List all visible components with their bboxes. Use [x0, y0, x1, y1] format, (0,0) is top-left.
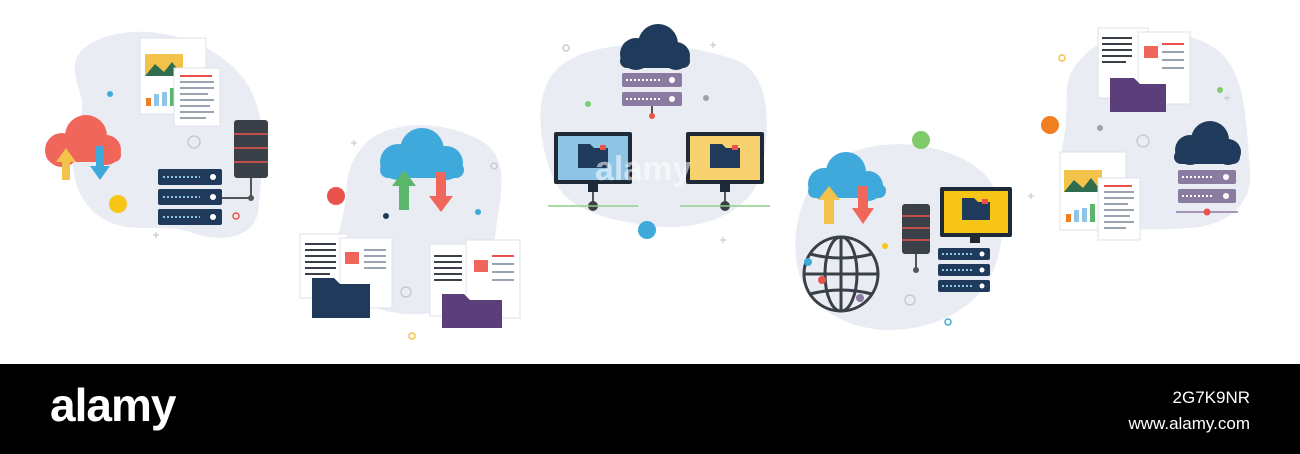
server-rack-icon — [902, 204, 930, 273]
cloud-icon — [620, 24, 690, 70]
decor-dot — [232, 212, 240, 220]
server-rack-icon — [220, 120, 268, 201]
folder-icon — [1110, 78, 1166, 112]
decor-dot — [818, 276, 826, 284]
decor-dot — [107, 91, 113, 97]
footer-bar: alamy 2G7K9NR www.alamy.com — [0, 364, 1300, 454]
decor-dot — [109, 195, 127, 213]
decor-dot — [904, 294, 916, 306]
decor-dot — [638, 221, 656, 239]
download-arrow-icon — [429, 172, 453, 212]
decor-dot — [1136, 134, 1150, 148]
scene-network-monitors — [540, 24, 770, 239]
decor-dot — [1217, 87, 1223, 93]
server-stack-icon — [1176, 170, 1238, 216]
folder-icon — [299, 233, 393, 318]
decor-dot — [408, 332, 416, 340]
decor-dot — [585, 101, 591, 107]
scene-cloud-documents — [1041, 27, 1251, 241]
decor-dot — [912, 131, 930, 149]
decor-dot — [562, 44, 570, 52]
site-link[interactable]: www.alamy.com — [1128, 414, 1250, 433]
image-id: 2G7K9NR — [1172, 388, 1250, 407]
decor-dot — [1041, 116, 1059, 134]
illustration-canvas — [45, 24, 1251, 340]
decor-dot — [327, 187, 345, 205]
decor-dot — [856, 294, 864, 302]
upload-arrow-icon — [56, 148, 76, 180]
decor-dot — [383, 213, 389, 219]
decor-dot — [703, 95, 709, 101]
decor-dot — [187, 135, 201, 149]
document-report-icon — [1059, 151, 1141, 241]
cloud-upload-download-icon — [808, 152, 886, 224]
sparkle-decorations — [153, 42, 1230, 243]
decor-dot — [882, 243, 888, 249]
decor-dot — [1097, 125, 1103, 131]
scene-cloud-sync — [45, 31, 268, 238]
monitor-icon — [940, 187, 1012, 243]
document-report-icon — [139, 37, 221, 127]
download-arrow-icon — [90, 146, 110, 180]
decor-dot — [1058, 54, 1066, 62]
globe-icon — [802, 235, 880, 313]
cloud-upload-download-icon — [380, 128, 464, 212]
scene-globe-network — [795, 131, 1012, 330]
folder-icon — [429, 239, 521, 328]
upload-arrow-icon — [818, 186, 840, 224]
alamy-logo[interactable]: alamy — [50, 379, 176, 431]
decor-dot — [490, 162, 498, 170]
server-stack-icon — [158, 169, 222, 225]
decor-dot — [400, 286, 412, 298]
watermark-text: alamy — [595, 150, 692, 188]
monitor-icon — [680, 132, 770, 211]
server-stack-icon — [622, 73, 682, 119]
cloud-upload-download-icon — [45, 115, 121, 180]
monitor-icon — [548, 132, 638, 211]
decor-dot — [804, 258, 812, 266]
decor-dot — [475, 209, 481, 215]
scene-cloud-folders — [299, 125, 521, 340]
cloud-icon — [1174, 121, 1241, 165]
decor-dot — [944, 318, 952, 326]
server-stack-icon — [938, 248, 990, 292]
upload-arrow-icon — [392, 170, 416, 210]
download-arrow-icon — [852, 186, 874, 224]
